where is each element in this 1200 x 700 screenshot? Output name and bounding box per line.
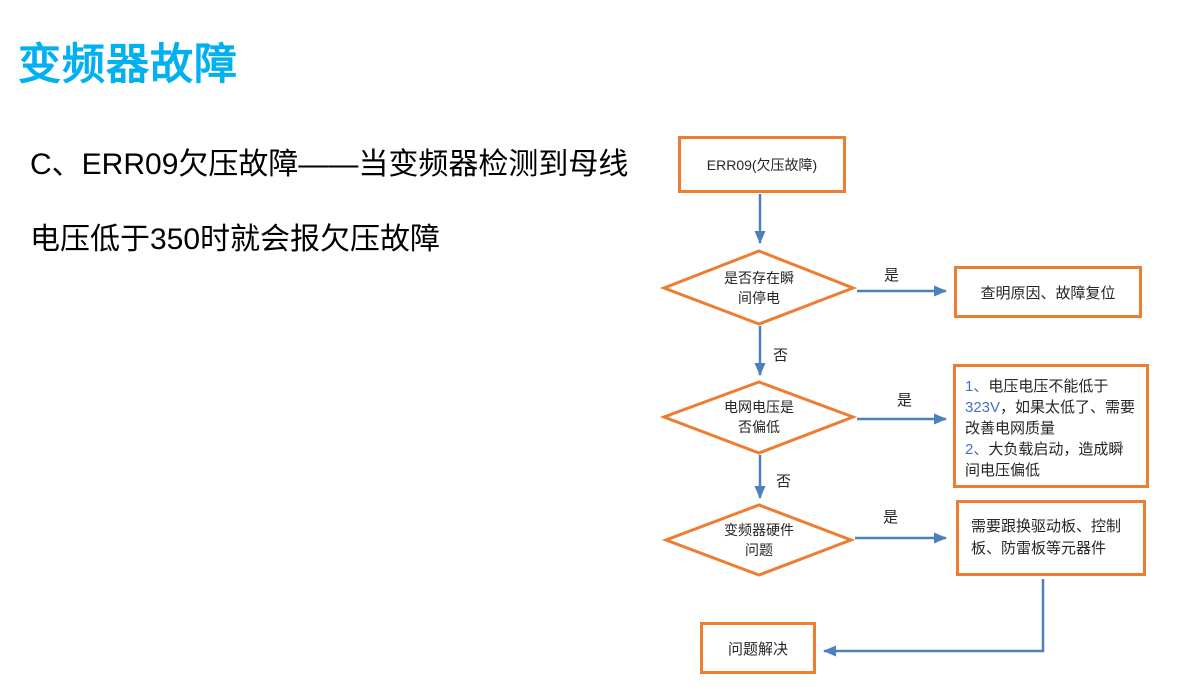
end-node: 问题解决 [700, 622, 816, 674]
page-title: 变频器故障 [18, 41, 238, 89]
decision3-shape [661, 503, 856, 577]
edge-label-no2: 否 [776, 473, 792, 490]
action1-node: 查明原因、故障复位 [954, 266, 1142, 318]
decision1-shape [659, 249, 858, 326]
action2-item1-highlight: 323V [965, 399, 1001, 416]
action2-item1-text2: ，如果太低了、需要改善电网质量 [965, 399, 1136, 437]
start-node-label: ERR09(欠压故障) [706, 156, 818, 173]
action2-item2-text: 大负载启动，造成瞬间电压偏低 [965, 441, 1124, 479]
edge-label-no1: 否 [773, 347, 789, 364]
edge-label-yes3: 是 [883, 509, 899, 526]
intro-line-1: C、ERR09欠压故障——当变频器检测到母线 [30, 148, 629, 181]
edge-action3-to-end [823, 579, 1045, 657]
edge-label-yes1: 是 [884, 267, 900, 284]
action2-item2: 2、大负载启动，造成瞬间电压偏低 [965, 439, 1138, 481]
decision2-shape [659, 380, 858, 455]
end-node-label: 问题解决 [727, 640, 788, 658]
action3-label: 需要跟换驱动板、控制板、防雷板等元器件 [971, 518, 1122, 557]
action2-item1: 1、电压电压不能低于 323V，如果太低了、需要改善电网质量 [965, 376, 1138, 439]
action2-node: 1、电压电压不能低于 323V，如果太低了、需要改善电网质量 2、大负载启动，造成… [953, 364, 1149, 488]
edge-label-yes2: 是 [897, 392, 913, 409]
action1-label: 查明原因、故障复位 [980, 284, 1116, 302]
action2-item1-text1: 电压电压不能低于 [988, 378, 1109, 395]
decision1-label: 是否存在瞬 间停电 [724, 270, 794, 306]
action2-item2-number: 2、 [965, 441, 989, 458]
start-node: ERR09(欠压故障) [678, 136, 846, 193]
decision2-label: 电网电压是 否偏低 [724, 399, 794, 435]
action3-node: 需要跟换驱动板、控制板、防雷板等元器件 [956, 500, 1146, 576]
intro-line-2: 电压低于350时就会报欠压故障 [30, 223, 441, 256]
decision3-label: 变频器硬件 问题 [724, 522, 794, 558]
action2-item1-number: 1、 [965, 378, 989, 395]
